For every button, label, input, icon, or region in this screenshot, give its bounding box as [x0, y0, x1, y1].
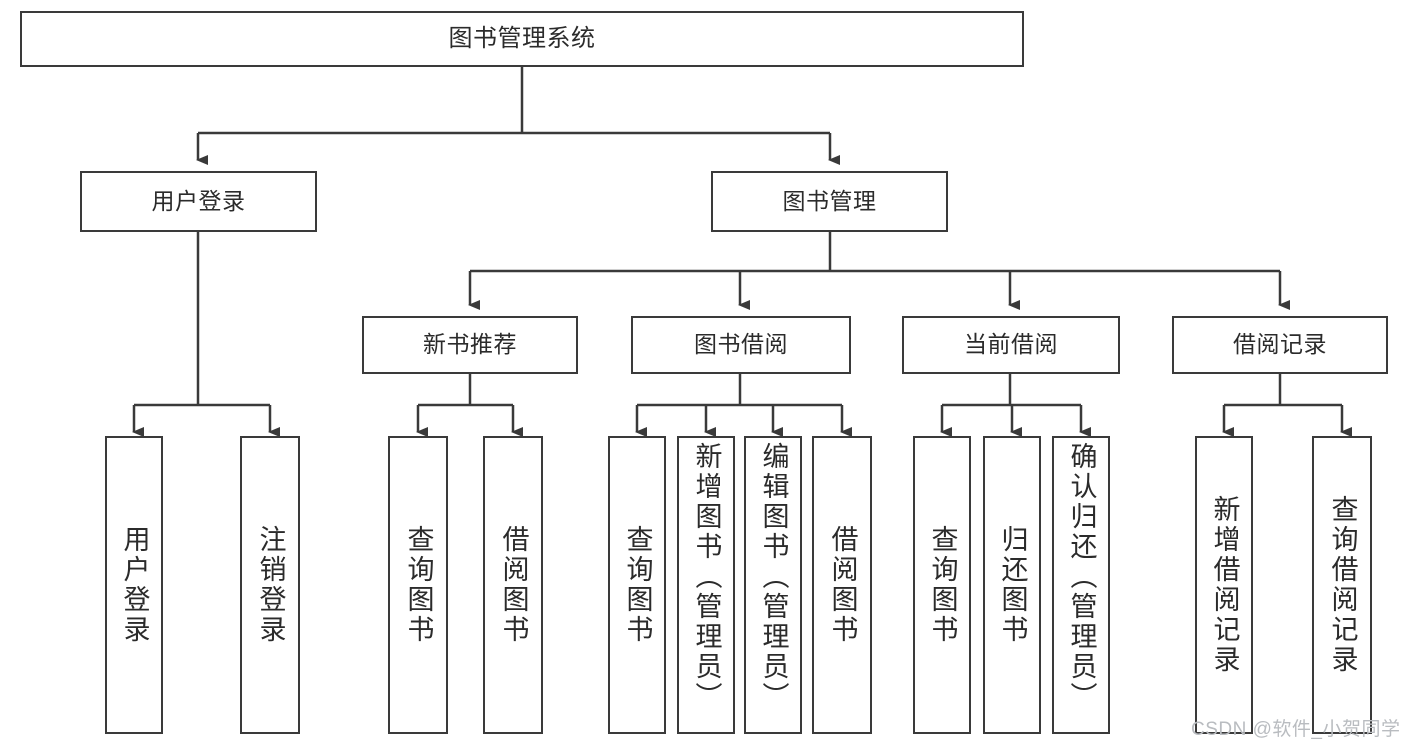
node-leaf-borrow-book-2-label: 借阅图书 [827, 525, 858, 645]
node-book-manage-label: 图书管理 [782, 187, 877, 214]
node-leaf-query-book-3[interactable]: 查询图书 [913, 436, 971, 734]
node-leaf-return-book[interactable]: 归还图书 [983, 436, 1041, 734]
node-user-login-label: 用户登录 [151, 187, 246, 214]
node-leaf-query-borrow-record[interactable]: 查询借阅记录 [1312, 436, 1372, 734]
node-book-manage[interactable]: 图书管理 [711, 171, 948, 232]
node-current-borrow[interactable]: 当前借阅 [902, 316, 1120, 374]
node-user-login[interactable]: 用户登录 [80, 171, 317, 232]
node-leaf-borrow-book-2[interactable]: 借阅图书 [812, 436, 872, 734]
node-new-book-recommend-label: 新书推荐 [423, 331, 517, 358]
node-leaf-query-book-2[interactable]: 查询图书 [608, 436, 666, 734]
node-leaf-add-borrow-record[interactable]: 新增借阅记录 [1195, 436, 1253, 734]
node-leaf-edit-book-label: 编辑图书（管理员） [758, 442, 789, 712]
node-leaf-edit-book[interactable]: 编辑图书（管理员） [744, 436, 802, 734]
node-new-book-recommend[interactable]: 新书推荐 [362, 316, 578, 374]
node-leaf-add-book-label: 新增图书（管理员） [691, 442, 722, 712]
node-leaf-query-book-1-label: 查询图书 [403, 525, 434, 645]
node-leaf-query-book-3-label: 查询图书 [927, 525, 958, 645]
node-leaf-borrow-book-1-label: 借阅图书 [498, 525, 529, 645]
node-current-borrow-label: 当前借阅 [964, 331, 1058, 358]
node-leaf-confirm-return-label: 确认归还（管理员） [1066, 442, 1097, 712]
node-leaf-logout-label: 注销登录 [255, 525, 286, 645]
node-leaf-add-book[interactable]: 新增图书（管理员） [677, 436, 735, 734]
node-leaf-add-borrow-record-label: 新增借阅记录 [1209, 495, 1240, 675]
node-leaf-query-book-2-label: 查询图书 [622, 525, 653, 645]
node-root-label: 图书管理系统 [448, 24, 596, 52]
node-leaf-user-login-label: 用户登录 [119, 525, 150, 645]
node-leaf-logout[interactable]: 注销登录 [240, 436, 300, 734]
node-book-borrow-label: 图书借阅 [694, 331, 788, 358]
node-leaf-borrow-book-1[interactable]: 借阅图书 [483, 436, 543, 734]
node-leaf-query-book-1[interactable]: 查询图书 [388, 436, 448, 734]
node-leaf-confirm-return[interactable]: 确认归还（管理员） [1052, 436, 1110, 734]
node-leaf-user-login[interactable]: 用户登录 [105, 436, 163, 734]
csdn-watermark: CSDN @软件_小贺同学 [1191, 719, 1401, 740]
node-leaf-return-book-label: 归还图书 [997, 525, 1028, 645]
node-borrow-record-label: 借阅记录 [1233, 331, 1327, 358]
node-leaf-query-borrow-record-label: 查询借阅记录 [1327, 495, 1358, 675]
node-root[interactable]: 图书管理系统 [20, 11, 1024, 67]
node-borrow-record[interactable]: 借阅记录 [1172, 316, 1388, 374]
node-book-borrow[interactable]: 图书借阅 [631, 316, 851, 374]
